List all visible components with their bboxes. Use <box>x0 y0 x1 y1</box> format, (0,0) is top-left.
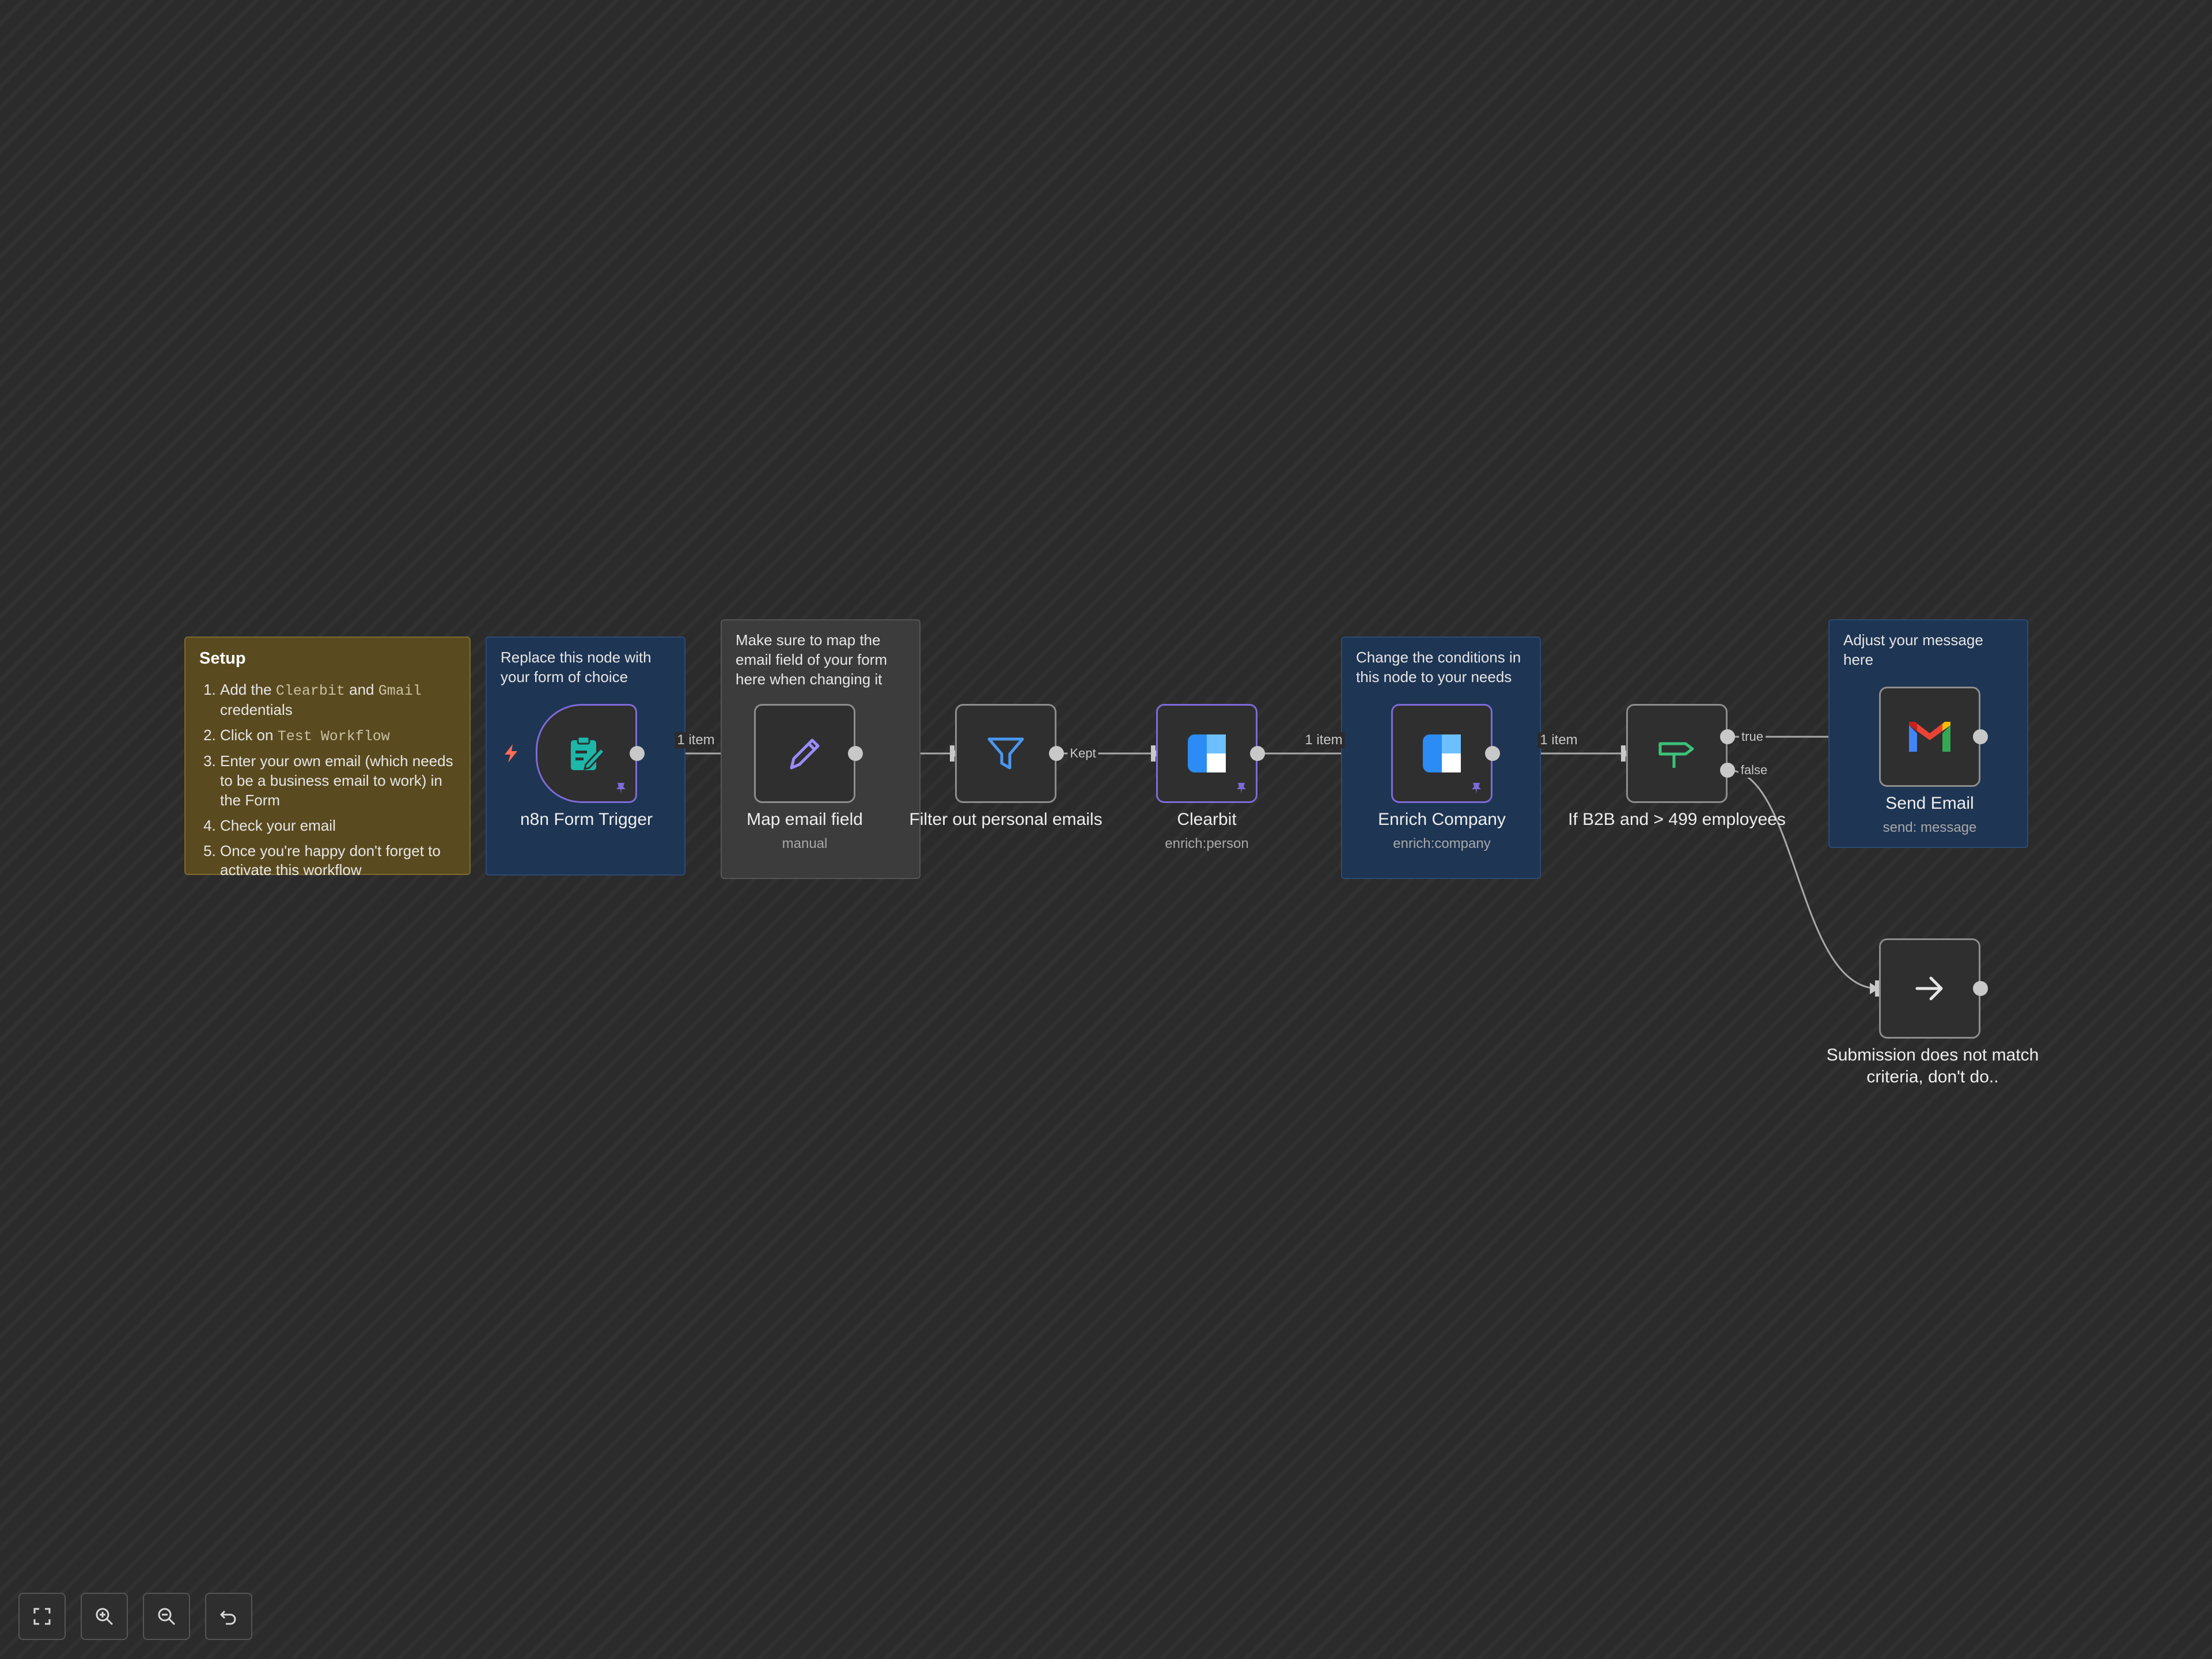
node-subtitle: enrich:company <box>1393 835 1491 851</box>
setup-step-text: Click on <box>220 726 278 744</box>
arrowhead <box>1870 983 1879 994</box>
node-name: Enrich Company <box>1378 810 1506 829</box>
input-handle[interactable] <box>1621 745 1626 762</box>
node-label: Clearbit enrich:person <box>1080 809 1334 853</box>
edge-if-false[interactable] <box>1727 769 1878 990</box>
node-n8n-form-trigger[interactable] <box>536 704 637 803</box>
setup-steps: Add the Clearbit and Gmail credentials C… <box>199 680 456 881</box>
node-name: Send Email <box>1885 794 1974 813</box>
setup-title: Setup <box>199 649 246 668</box>
node-subtitle: enrich:person <box>1165 835 1249 851</box>
setup-step: Once you're happy don't forget to activa… <box>220 842 456 881</box>
sticky-note-text: Make sure to map the email field of your… <box>736 631 887 688</box>
node-label: n8n Form Trigger <box>520 810 653 829</box>
sticky-note-text: Replace this node with your form of choi… <box>501 649 652 685</box>
node-clearbit[interactable] <box>1156 704 1257 803</box>
node-label: Submission does not match criteria, don'… <box>1826 1046 2039 1086</box>
zoom-out-button[interactable] <box>143 1593 190 1640</box>
node-filter-out-personal-emails[interactable] <box>955 704 1056 803</box>
setup-step-text: and <box>344 680 378 698</box>
pencil-icon <box>790 738 820 770</box>
setup-step-code: Clearbit <box>275 682 345 699</box>
setup-step: Add the Clearbit and Gmail credentials <box>220 680 456 720</box>
node-name: Clearbit <box>1177 810 1237 829</box>
edge-label-true: true <box>1739 729 1766 744</box>
node-label: Map email field manual <box>678 809 931 853</box>
undo-icon <box>220 1610 236 1625</box>
zoom-out-icon <box>158 1608 176 1626</box>
conditions-sticky-note[interactable]: Change the conditions in this node to yo… <box>1341 637 1541 879</box>
setup-step: Enter your own email (which needs to be … <box>220 752 456 810</box>
form-icon <box>571 736 606 771</box>
edge-label: Kept <box>1067 746 1099 761</box>
setup-step-text: Add the <box>220 680 276 698</box>
clearbit-icon <box>1423 734 1461 772</box>
pin-icon <box>616 783 626 794</box>
node-name: Map email field <box>747 810 863 829</box>
fit-view-icon <box>33 1608 51 1625</box>
fit-view-button[interactable] <box>18 1593 66 1640</box>
trigger-bolt-icon <box>505 744 517 763</box>
node-send-email[interactable] <box>1879 687 1980 787</box>
node-label: Filter out personal emails <box>909 810 1103 829</box>
zoom-in-icon <box>96 1608 113 1626</box>
setup-step-code: Test Workflow <box>277 728 390 745</box>
undo-button[interactable] <box>205 1593 252 1640</box>
edge-label: 1 item <box>675 732 717 748</box>
node-if-b2b[interactable] <box>1626 704 1728 803</box>
node-label: Send Email send: message <box>1803 793 2056 836</box>
node-map-email-field[interactable] <box>754 704 855 803</box>
node-label: Enrich Company enrich:company <box>1315 809 1569 853</box>
input-handle[interactable] <box>950 745 955 762</box>
pin-icon <box>1237 783 1246 794</box>
setup-sticky-note[interactable]: Setup Add the Clearbit and Gmail credent… <box>184 637 471 878</box>
setup-step: Click on Test Workflow <box>220 726 456 747</box>
input-handle[interactable] <box>1151 745 1156 762</box>
node-enrich-company[interactable] <box>1391 704 1493 803</box>
arrow-right-icon <box>1915 976 1943 1001</box>
input-handle[interactable] <box>1875 980 1880 997</box>
clearbit-icon <box>1188 734 1226 772</box>
edge-label: 1 item <box>1302 732 1345 748</box>
node-subtitle: send: message <box>1883 819 1977 835</box>
sticky-note-text: Adjust your message here <box>1843 631 1983 668</box>
node-subtitle: manual <box>782 835 828 851</box>
setup-step-code: Gmail <box>378 682 422 699</box>
edge-label-false: false <box>1738 763 1770 778</box>
setup-step: Check your email <box>220 816 456 836</box>
signpost-icon <box>1658 742 1694 768</box>
edge-label: 1 item <box>1537 732 1580 748</box>
funnel-icon <box>987 737 1024 770</box>
sticky-note-text: Change the conditions in this node to yo… <box>1356 649 1521 685</box>
setup-step-text: credentials <box>220 701 293 719</box>
node-submission-no-match[interactable] <box>1879 938 1980 1039</box>
zoom-in-button[interactable] <box>81 1593 128 1640</box>
node-label: If B2B and > 499 employees <box>1568 810 1786 829</box>
pin-icon <box>1472 783 1481 794</box>
gmail-icon <box>1909 722 1950 752</box>
